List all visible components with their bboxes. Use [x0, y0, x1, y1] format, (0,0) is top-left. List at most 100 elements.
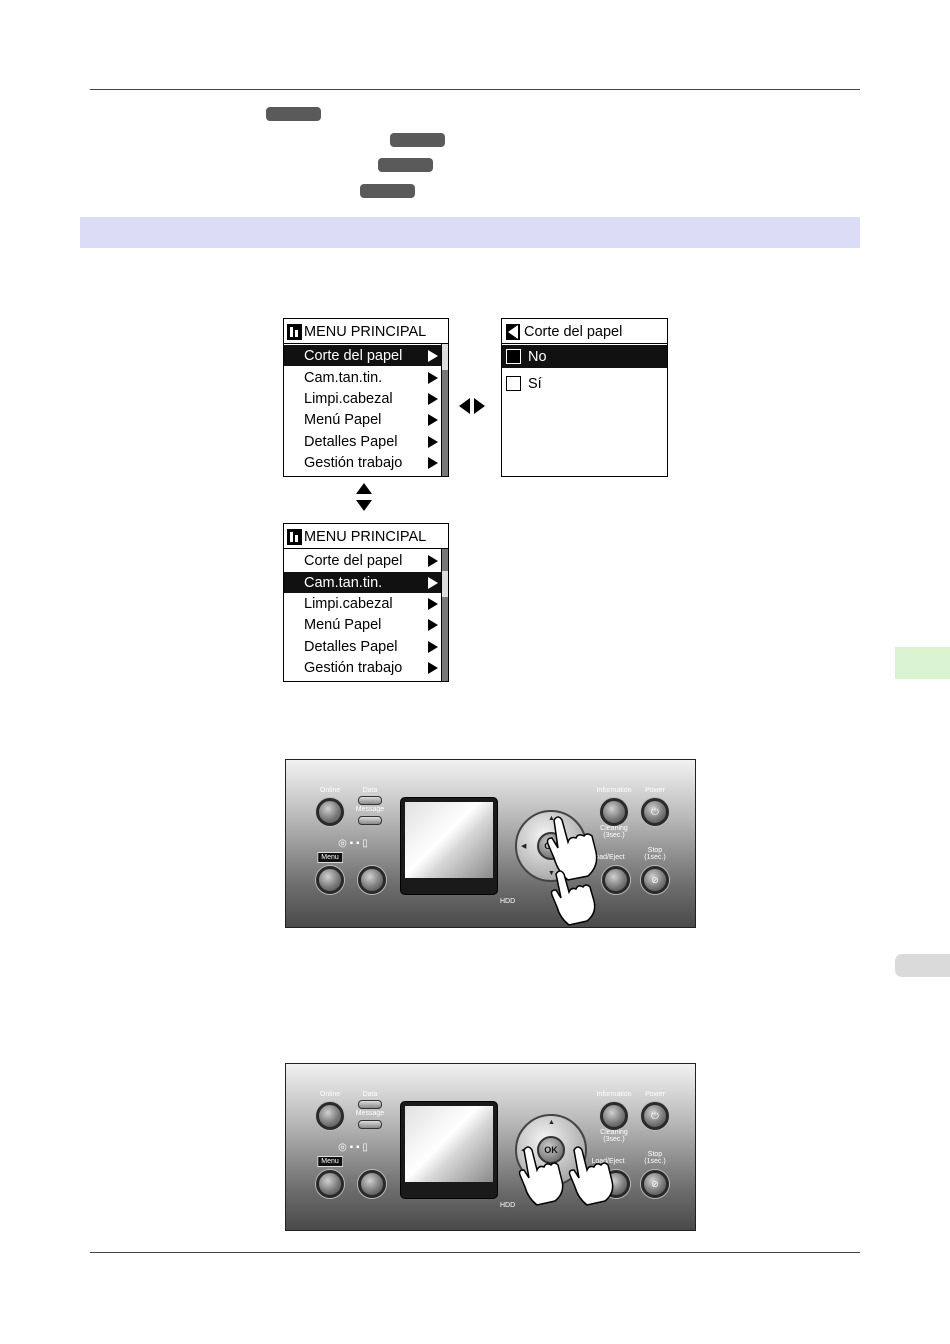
control-panel-leftright: Online Data Message ◎ ▪ ▪ ▯ Menu HDD ▲ ▼…: [285, 1063, 696, 1231]
online-label: Online: [319, 1091, 341, 1098]
lcd-item[interactable]: Cam.tan.tin.: [284, 367, 442, 388]
ok-button[interactable]: OK: [537, 1136, 565, 1164]
hdd-label: HDD: [500, 898, 516, 905]
arrow-right-icon: [428, 577, 438, 589]
online-button[interactable]: [316, 1102, 344, 1130]
information-label: Information: [596, 1091, 632, 1098]
message-label: Message: [355, 1110, 385, 1117]
information-button[interactable]: [600, 798, 628, 826]
online-button[interactable]: [316, 798, 344, 826]
lcd-item[interactable]: Menú Papel: [284, 614, 442, 635]
lcd-item[interactable]: Gestión trabajo: [284, 657, 442, 678]
checkbox-icon: [506, 349, 521, 364]
lcd-item-label: Menú Papel: [304, 616, 382, 633]
arrow-right-icon: [428, 457, 438, 469]
lcd-title: MENU PRINCIPAL: [304, 324, 427, 340]
panel-display: [400, 1101, 498, 1199]
left-icon: ◀: [521, 843, 527, 850]
link-pill[interactable]: [360, 184, 415, 198]
footer-rule: [90, 1252, 860, 1253]
up-icon: ▲: [548, 815, 555, 822]
information-label: Information: [596, 787, 632, 794]
lcd-item-label: Detalles Papel: [304, 433, 398, 450]
lcd-item[interactable]: Gestión trabajo: [284, 452, 442, 473]
lcd-option[interactable]: No: [502, 345, 667, 368]
arrow-right-icon: [428, 393, 438, 405]
section-heading-band: [80, 217, 860, 248]
lcd-item[interactable]: Detalles Papel: [284, 431, 442, 452]
hand-pointer-icon: [568, 1146, 614, 1206]
data-label: Data: [362, 787, 378, 794]
lcd-item[interactable]: Limpi.cabezal: [284, 388, 442, 409]
hand-pointer-icon: [518, 1146, 564, 1206]
stop-button[interactable]: ⊘: [641, 866, 669, 894]
hdd-label: HDD: [500, 1202, 516, 1209]
arrow-right-icon: [428, 662, 438, 674]
lcd-title: MENU PRINCIPAL: [304, 529, 427, 545]
menu-button[interactable]: [316, 866, 344, 894]
header-rule: [90, 89, 860, 90]
cleaning-label: Cleaning: [600, 1129, 628, 1136]
arrow-right-icon: [428, 414, 438, 426]
panel-display: [400, 797, 498, 895]
cleaning-note: (3sec.): [603, 832, 625, 839]
load-eject-label: Load/Eject: [591, 854, 625, 861]
up-icon: ▲: [548, 1119, 555, 1126]
back-button[interactable]: [358, 1170, 386, 1198]
lcd-item-label: Corte del papel: [304, 347, 403, 364]
lcd-item[interactable]: Cam.tan.tin.: [284, 572, 442, 593]
arrow-right-icon: [428, 372, 438, 384]
stop-note: (1sec.): [644, 854, 666, 861]
stop-label: Stop: [647, 847, 663, 854]
chapter-tab[interactable]: [895, 647, 950, 679]
lcd-item[interactable]: Detalles Papel: [284, 636, 442, 657]
lcd-item[interactable]: Corte del papel: [284, 345, 442, 366]
arrow-right-icon: [428, 598, 438, 610]
cleaning-label: Cleaning: [600, 825, 628, 832]
link-pill[interactable]: [378, 158, 433, 172]
lcd-item[interactable]: Corte del papel: [284, 550, 442, 571]
lcd-item-label: Limpi.cabezal: [304, 390, 393, 407]
power-button[interactable]: ⏻: [641, 1102, 669, 1130]
power-button[interactable]: ⏻: [641, 798, 669, 826]
menu-label: Menu: [317, 1156, 343, 1167]
lcd-item-label: Detalles Papel: [304, 638, 398, 655]
menu-icon: [287, 324, 302, 340]
stop-button[interactable]: ⊘: [641, 1170, 669, 1198]
lcd-item-label: Limpi.cabezal: [304, 595, 393, 612]
cleaning-note: (3sec.): [603, 1136, 625, 1143]
message-label: Message: [355, 806, 385, 813]
lcd-option-label: No: [528, 348, 547, 365]
lcd-item-label: Gestión trabajo: [304, 454, 403, 471]
lcd-item[interactable]: Menú Papel: [284, 409, 442, 430]
menu-icon: [287, 529, 302, 545]
lcd-main-menu-2: MENU PRINCIPAL Corte del papel Cam.tan.t…: [283, 523, 449, 682]
back-button[interactable]: [358, 866, 386, 894]
information-button[interactable]: [600, 1102, 628, 1130]
message-lamp: [358, 1120, 382, 1129]
left-right-arrows-icon: [459, 398, 485, 414]
menu-label: Menu: [317, 852, 343, 863]
link-pill[interactable]: [266, 107, 321, 121]
lcd-item-label: Menú Papel: [304, 411, 382, 428]
arrow-right-icon: [428, 436, 438, 448]
power-label: Power: [645, 787, 665, 794]
lcd-scrollbar: [441, 549, 448, 681]
load-eject-button[interactable]: [602, 866, 630, 894]
lcd-option[interactable]: Sí: [502, 372, 667, 395]
menu-button[interactable]: [316, 1170, 344, 1198]
lcd-item-label: Gestión trabajo: [304, 659, 403, 676]
hand-pointer-icon: [550, 870, 596, 926]
stop-note: (1sec.): [644, 1158, 666, 1165]
link-pill[interactable]: [390, 133, 445, 147]
control-panel-updown: Online Data Message ◎ ▪ ▪ ▯ Menu HDD ▲ ▼…: [285, 759, 696, 928]
lcd-item[interactable]: Limpi.cabezal: [284, 593, 442, 614]
index-tab[interactable]: [895, 954, 950, 977]
stop-icon: ⊘: [651, 874, 659, 885]
load-eject-label: Load/Eject: [591, 1158, 625, 1165]
arrow-right-icon: [428, 641, 438, 653]
data-lamp: [358, 1100, 382, 1109]
down-icon: ▼: [548, 870, 555, 877]
ink-icon: ◎ ▪ ▪ ▯: [338, 838, 368, 849]
lcd-item-label: Cam.tan.tin.: [304, 369, 383, 386]
